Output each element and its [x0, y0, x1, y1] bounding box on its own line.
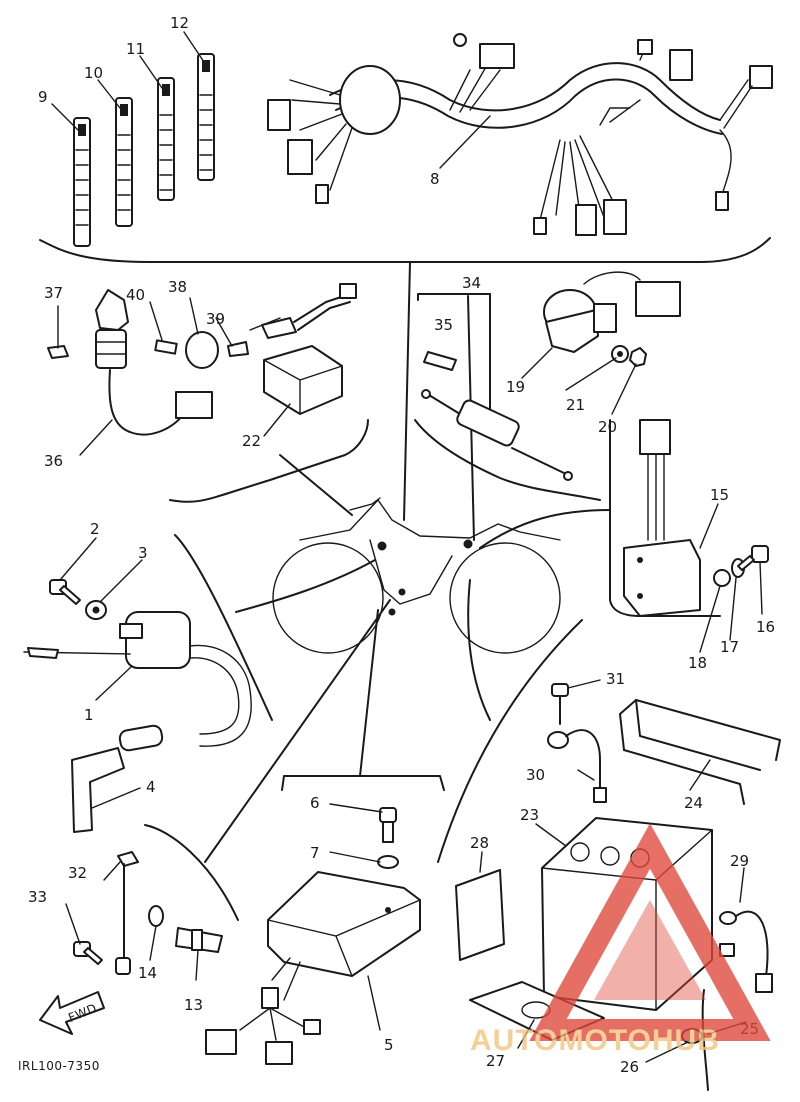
callout-26: 26 — [620, 1058, 639, 1076]
component-34 — [421, 389, 573, 481]
callout-20: 20 — [598, 418, 617, 436]
cover-28 — [455, 869, 505, 961]
sensor-32 — [115, 851, 139, 975]
unit-19 — [543, 271, 681, 353]
callout-6: 6 — [310, 794, 320, 812]
callout-5: 5 — [384, 1036, 394, 1054]
callout-38: 38 — [168, 278, 187, 296]
callout-23: 23 — [520, 806, 539, 824]
callout-10: 10 — [84, 64, 103, 82]
callout-7: 7 — [310, 844, 320, 862]
bolt-31 — [551, 683, 569, 725]
callout-33: 33 — [28, 888, 47, 906]
callout-36: 36 — [44, 452, 63, 470]
cable-strap-10 — [115, 97, 133, 227]
connector-lead — [261, 283, 357, 339]
callout-21: 21 — [566, 396, 585, 414]
left-lower-bracket — [144, 534, 391, 921]
cdi-unit-5 — [205, 871, 421, 1065]
callout-17: 17 — [720, 638, 739, 656]
callout-8: 8 — [430, 170, 440, 188]
callout-24: 24 — [684, 794, 703, 812]
diagram-code: IRL100-7350 — [18, 1059, 100, 1073]
callout-numbers: 9 10 11 12 8 37 40 38 39 36 22 34 35 19 … — [28, 14, 775, 1076]
callout-28: 28 — [470, 834, 489, 852]
callout-35: 35 — [434, 316, 453, 334]
bolt-33 — [73, 941, 103, 965]
watermark-logo: AUTOMOTOHUB — [470, 823, 771, 1057]
watermark-text: AUTOMOTOHUB — [470, 1024, 720, 1057]
callout-37: 37 — [44, 284, 63, 302]
callout-34: 34 — [462, 274, 481, 292]
washer-18 — [713, 569, 731, 587]
callout-29: 29 — [730, 852, 749, 870]
cap-38 — [185, 331, 219, 369]
plate-40 — [154, 339, 178, 355]
main-switch-36 — [95, 289, 213, 436]
battery-band-24 — [619, 699, 781, 805]
pin-35 — [423, 351, 457, 371]
callout-22: 22 — [242, 432, 261, 450]
cable-strap-9 — [73, 117, 91, 247]
callout-40: 40 — [126, 286, 145, 304]
callout-14: 14 — [138, 964, 157, 982]
screw-2 — [49, 579, 81, 605]
triangle-logo — [529, 823, 771, 1041]
callout-15: 15 — [710, 486, 729, 504]
washer-3 — [85, 600, 107, 620]
relay-box-22 — [263, 345, 343, 415]
switch-13 — [175, 927, 223, 953]
washer-7 — [377, 855, 399, 869]
callout-30: 30 — [526, 766, 545, 784]
callout-2: 2 — [90, 520, 100, 538]
washer-14 — [148, 905, 164, 927]
callout-12: 12 — [170, 14, 189, 32]
nut-20 — [629, 347, 647, 367]
callout-9: 9 — [38, 88, 48, 106]
right-lower-bracket — [437, 579, 583, 863]
motorcycle-outline — [272, 497, 561, 654]
cable-29 — [719, 910, 773, 993]
callout-3: 3 — [138, 544, 148, 562]
callout-18: 18 — [688, 654, 707, 672]
top-group-bracket — [39, 237, 771, 521]
regulator-15 — [623, 419, 701, 617]
callout-31: 31 — [606, 670, 625, 688]
center-lower-bracket — [281, 609, 445, 791]
left-upper-bracket — [169, 419, 369, 516]
callout-1: 1 — [84, 706, 94, 724]
bolt-16 — [737, 545, 769, 571]
callout-19: 19 — [506, 378, 525, 396]
wire-harness-8 — [267, 33, 773, 236]
cable-strap-11 — [157, 77, 175, 201]
callout-13: 13 — [184, 996, 203, 1014]
ignition-coil-1 — [23, 611, 252, 747]
cable-strap-12 — [197, 53, 215, 181]
cable-30 — [547, 729, 607, 803]
bolt-6 — [379, 807, 397, 843]
callout-4: 4 — [146, 778, 156, 796]
spark-plug-cap-4 — [71, 724, 164, 833]
callout-39: 39 — [206, 310, 225, 328]
callout-32: 32 — [68, 864, 87, 882]
forward-arrow: FWD — [39, 991, 105, 1035]
callout-27: 27 — [486, 1052, 505, 1070]
callout-16: 16 — [756, 618, 775, 636]
bracket-34 — [417, 293, 491, 421]
callout-11: 11 — [126, 40, 145, 58]
